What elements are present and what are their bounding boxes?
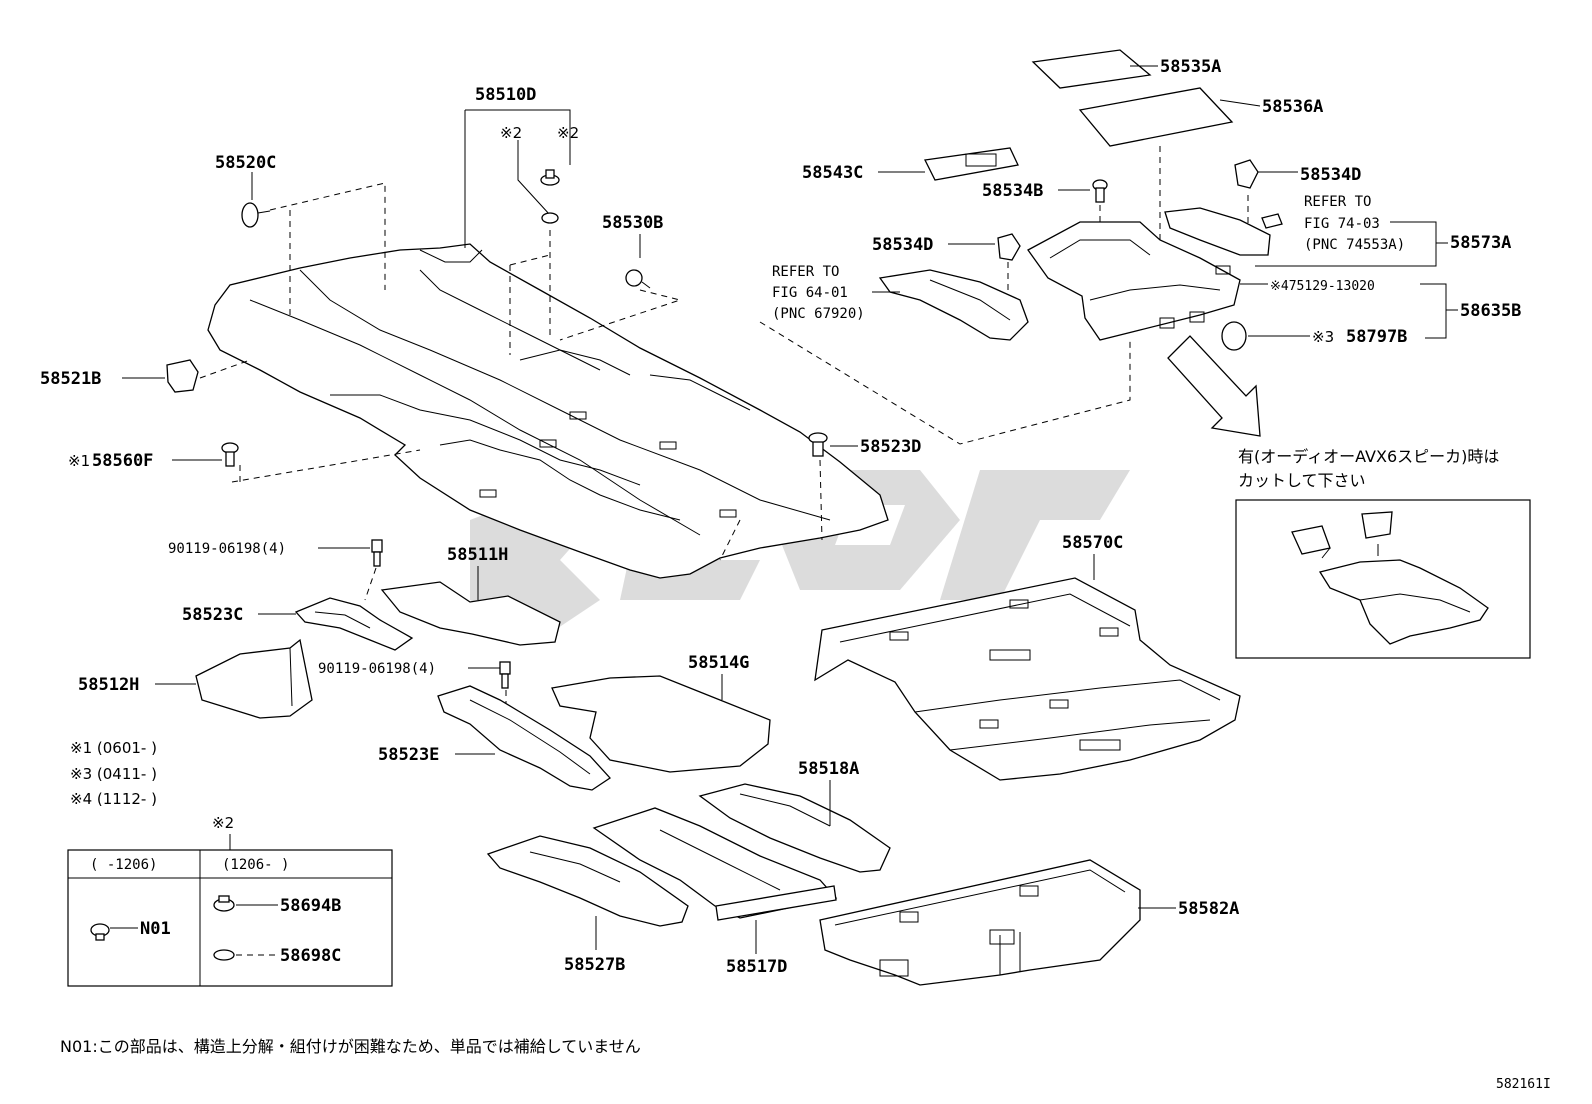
refer-fig74-line1: REFER TO xyxy=(1304,194,1371,210)
callout-58523D: 58523D xyxy=(860,437,921,457)
clip-icon xyxy=(1092,179,1108,203)
mat-58517D[interactable] xyxy=(592,807,838,921)
table-mark: ※2 xyxy=(212,814,234,832)
rear-floor-58570C[interactable] xyxy=(814,577,1241,781)
refer-fig64-line1: REFER TO xyxy=(772,264,839,280)
callout-58536A: 58536A xyxy=(1262,97,1323,117)
dashed-leaders-main xyxy=(199,182,1131,561)
clip-icon xyxy=(221,442,239,467)
bracket-58510D xyxy=(464,109,571,248)
refer-fig74-line3: (PNC 74553A) xyxy=(1304,237,1405,253)
callout-58535A: 58535A xyxy=(1160,57,1221,77)
legend-note-3: ※3 (0411- ) xyxy=(70,765,157,783)
bracket-58523C[interactable] xyxy=(294,597,414,651)
storage-box-58635B[interactable] xyxy=(1027,221,1241,341)
callout-58530B: 58530B xyxy=(602,213,663,233)
clip-icon xyxy=(90,923,110,941)
callout-58582A: 58582A xyxy=(1178,899,1239,919)
callout-58517D: 58517D xyxy=(726,957,787,977)
bracket-58573A[interactable] xyxy=(1164,207,1271,256)
floor-carpet-main[interactable] xyxy=(207,243,889,579)
inset-storage-box xyxy=(1291,511,1489,645)
callout-58543C: 58543C xyxy=(802,163,863,183)
callout-58797B: 58797B xyxy=(1346,327,1407,347)
bracket-clip-icon xyxy=(997,233,1021,261)
clip-icon xyxy=(540,169,560,224)
trim-58543C[interactable] xyxy=(924,147,1019,181)
clip-icon xyxy=(625,269,651,289)
bracket-58523E[interactable] xyxy=(437,685,611,791)
inset-box xyxy=(1235,499,1531,659)
figure-id: 582161I xyxy=(1496,1077,1551,1092)
callout-58511H: 58511H xyxy=(447,545,508,565)
mat-58527B[interactable] xyxy=(486,835,689,927)
callout-58523C: 58523C xyxy=(182,605,243,625)
inset-note-line1: 有(オーディオーAVX6スピーカ)時は xyxy=(1238,447,1499,466)
callout-58573A: 58573A xyxy=(1450,233,1511,253)
callout-58527B: 58527B xyxy=(564,955,625,975)
mark-3: ※3 xyxy=(1312,328,1334,346)
callout-58520C: 58520C xyxy=(215,153,276,173)
callout-58521B: 58521B xyxy=(40,369,101,389)
inset-note-line2: カットして下さい xyxy=(1238,471,1366,490)
pad-58512H[interactable] xyxy=(195,638,313,719)
bracket-clip-icon xyxy=(166,359,199,393)
callout-58534B: 58534B xyxy=(982,181,1043,201)
arrow-icon xyxy=(1167,335,1261,437)
table-col2-part-a: 58694B xyxy=(280,896,341,916)
clip-icon xyxy=(213,895,235,912)
bracket-clip-icon xyxy=(1234,159,1259,189)
mark-1: ※1 xyxy=(68,452,90,470)
footer-note: N01:この部品は、構造上分解・組付けが困難なため、単品では補給していません xyxy=(60,1037,641,1056)
callout-58570C: 58570C xyxy=(1062,533,1123,553)
callout-58534D-right: 58534D xyxy=(1300,165,1361,185)
pad-58511H[interactable] xyxy=(380,581,561,646)
callout-58510D: 58510D xyxy=(475,85,536,105)
callout-58518A: 58518A xyxy=(798,759,859,779)
table-col2-part-b: 58698C xyxy=(280,946,341,966)
mat-58518A[interactable] xyxy=(698,783,891,873)
cap-icon xyxy=(1221,321,1247,351)
table-col1-header: ( -1206) xyxy=(90,857,157,873)
table-col1-part: N01 xyxy=(140,919,171,939)
clip-icon xyxy=(808,432,828,457)
mat-58536A[interactable] xyxy=(1078,87,1234,147)
variant-table xyxy=(67,849,393,987)
bolt-icon xyxy=(371,539,383,567)
callout-90119-b: 90119-06198(4) xyxy=(318,661,436,677)
callout-58560F: 58560F xyxy=(92,451,153,471)
bolt-icon xyxy=(499,661,511,689)
table-col2-header: (1206- ) xyxy=(222,857,289,873)
tag-icon xyxy=(1261,213,1283,229)
callout-58514G: 58514G xyxy=(688,653,749,673)
washer-icon xyxy=(213,949,235,961)
mat-58535A[interactable] xyxy=(1031,49,1152,89)
bracket-fig64[interactable] xyxy=(878,269,1029,341)
storage-tray-58582A[interactable] xyxy=(819,859,1141,986)
refer-fig64-line3: (PNC 67920) xyxy=(772,306,865,322)
callout-58512H: 58512H xyxy=(78,675,139,695)
mark-2-left: ※2 xyxy=(500,124,522,142)
callout-58635B: 58635B xyxy=(1460,301,1521,321)
callout-58534D-left: 58534D xyxy=(872,235,933,255)
grommet-icon xyxy=(241,202,271,228)
callout-475129: ※475129-13020 xyxy=(1270,279,1375,294)
refer-fig74-line2: FIG 74-03 xyxy=(1304,216,1380,232)
mat-58514G[interactable] xyxy=(551,675,771,773)
legend-note-1: ※1 (0601- ) xyxy=(70,739,157,757)
callout-90119-a: 90119-06198(4) xyxy=(168,541,286,557)
refer-fig64-line2: FIG 64-01 xyxy=(772,285,848,301)
callout-58523E: 58523E xyxy=(378,745,439,765)
mark-2-right: ※2 xyxy=(557,124,579,142)
legend-note-4: ※4 (1112- ) xyxy=(70,790,157,808)
